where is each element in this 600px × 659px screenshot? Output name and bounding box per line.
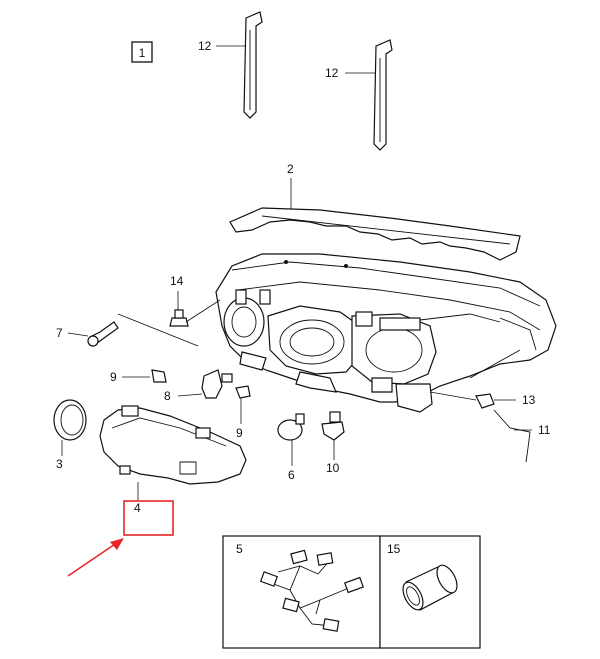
- bulb-part-9-center: 9: [235, 385, 251, 440]
- trim-strip-part-2: 2: [229, 162, 521, 261]
- bracket-part-12-left: 12: [198, 11, 263, 119]
- callout-3: 3: [56, 457, 63, 471]
- highlight-arrow-head: [110, 538, 124, 550]
- callout-12-left: 12: [198, 39, 212, 53]
- bulb-part-10: 10: [321, 411, 345, 475]
- wire-part-11: 11: [493, 409, 551, 463]
- figure-number-box: 1: [131, 41, 153, 63]
- bracket-part-12-right: 12: [325, 39, 393, 151]
- highlight-box: [123, 500, 174, 536]
- inset-wiring-harness-part-5: 5: [222, 535, 381, 649]
- callout-4: 4: [134, 501, 141, 515]
- callout-8: 8: [164, 389, 171, 403]
- callout-12-right: 12: [325, 66, 339, 80]
- bolt-part-7: 7: [56, 313, 199, 347]
- callout-13: 13: [522, 393, 536, 407]
- callout-7: 7: [56, 326, 63, 340]
- bulb-part-9-left: 9: [110, 369, 167, 384]
- highlight-arrow: [67, 541, 119, 577]
- bulb-holder-part-8: 8: [164, 369, 233, 403]
- cover-part-4: 4: [99, 405, 247, 515]
- bulb-part-6: 6: [277, 413, 305, 482]
- inset-label-5: 5: [236, 542, 243, 556]
- wiring-harness-icon: [259, 549, 364, 632]
- inset-sleeve-part-15: 15: [379, 535, 481, 649]
- callout-2: 2: [287, 162, 294, 176]
- screw-part-14: 14: [169, 274, 221, 327]
- clip-part-13: 13: [429, 391, 536, 409]
- callout-14: 14: [170, 274, 184, 288]
- callout-10: 10: [326, 461, 340, 475]
- headlamp-housing: [215, 253, 557, 413]
- inset-label-15: 15: [387, 542, 401, 556]
- callout-9-left: 9: [110, 370, 117, 384]
- callout-6: 6: [288, 468, 295, 482]
- figure-number: 1: [139, 46, 146, 60]
- highlight-marker: [67, 500, 174, 577]
- cap-ring-part-3: 3: [53, 399, 87, 471]
- callout-9-center: 9: [236, 426, 243, 440]
- sleeve-icon: [402, 564, 458, 611]
- callout-11: 11: [538, 423, 551, 437]
